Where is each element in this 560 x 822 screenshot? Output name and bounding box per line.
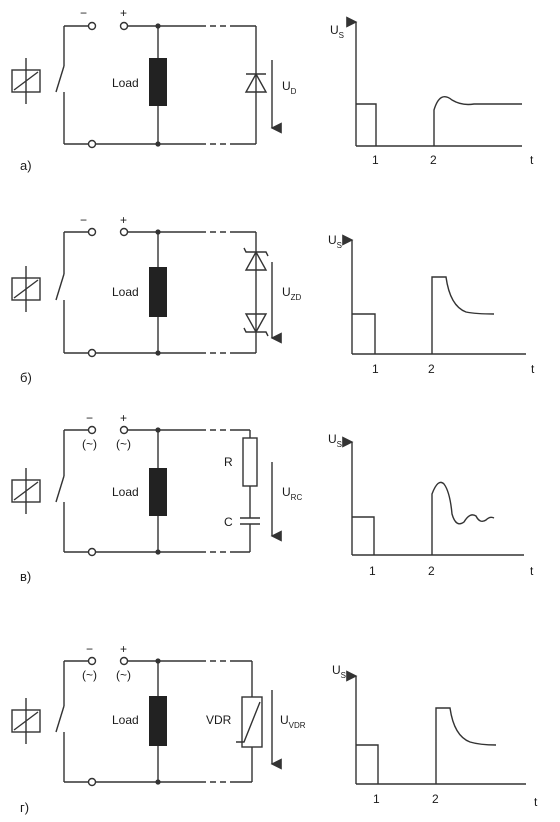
varistor-label: VDR (206, 713, 232, 727)
panel-b: б) − + Load UZD US 1 2 t (11, 213, 535, 385)
graph-d (346, 670, 526, 785)
zener-diode-icon (244, 250, 268, 271)
capacitor-label: C (224, 515, 233, 529)
terminal-minus-label: − (86, 411, 93, 425)
switch-contact-icon (55, 705, 65, 733)
terminal-minus-label: − (86, 642, 93, 656)
graph-tick-1: 1 (369, 564, 376, 578)
graph-tick-1: 1 (373, 792, 380, 806)
voltage-label: UVDR (280, 713, 306, 730)
graph-y-label: US (330, 23, 344, 40)
ac-minus-label: (~) (82, 437, 97, 451)
load-label: Load (112, 713, 139, 727)
circuit-b (11, 227, 282, 358)
circuit-d (11, 656, 282, 787)
voltage-waveform (352, 276, 495, 354)
switch-contact-icon (55, 65, 65, 93)
graph-tick-1: 1 (372, 362, 379, 376)
load-label: Load (112, 76, 139, 90)
graph-b (342, 234, 526, 355)
graph-tick-2: 2 (430, 153, 437, 167)
terminal-minus (87, 21, 97, 31)
graph-tick-2: 2 (428, 362, 435, 376)
graph-x-label: t (530, 564, 534, 578)
circuit-a (11, 21, 282, 149)
load-block (149, 696, 167, 746)
voltage-label: URC (282, 485, 302, 502)
panel-label: в) (20, 569, 31, 584)
graph-y-label: US (328, 233, 342, 250)
graph-tick-2: 2 (428, 564, 435, 578)
graph-c (342, 436, 524, 556)
terminal-plus-label: + (120, 411, 127, 425)
terminal-plus (119, 21, 129, 31)
ac-plus-label: (~) (116, 437, 131, 451)
terminal-minus (87, 227, 97, 237)
panel-label: б) (20, 370, 32, 385)
ac-plus-label: (~) (116, 668, 131, 682)
terminal-minus-label: − (80, 6, 87, 20)
graph-x-label: t (531, 362, 535, 376)
graph-x-label: t (530, 153, 534, 167)
terminal-minus-label: − (80, 213, 87, 227)
circuit-c (11, 425, 282, 557)
resistor-icon (242, 437, 258, 487)
terminal-minus (87, 425, 97, 435)
load-block (149, 58, 167, 106)
load-label: Load (112, 285, 139, 299)
panel-a: a) − + Load UD US 1 2 t (11, 6, 534, 173)
panel-label: a) (20, 158, 32, 173)
graph-a (346, 16, 522, 147)
zener-diode-icon (244, 313, 268, 334)
panel-d: г) − + (~) (~) Load VDR UVDR US 1 2 t (11, 642, 538, 815)
graph-y-label: US (332, 663, 346, 680)
terminal-plus-label: + (120, 213, 127, 227)
voltage-waveform (352, 481, 495, 555)
switch-contact-icon (55, 273, 65, 301)
graph-tick-2: 2 (432, 792, 439, 806)
terminal-minus (87, 656, 97, 666)
load-block (149, 468, 167, 516)
graph-y-label: US (328, 432, 342, 449)
ac-minus-label: (~) (82, 668, 97, 682)
terminal-plus (119, 425, 129, 435)
graph-tick-1: 1 (372, 153, 379, 167)
diode-icon (244, 72, 268, 93)
terminal-plus-label: + (120, 6, 127, 20)
voltage-waveform (356, 707, 497, 784)
panel-c: в) − + (~) (~) Load R C URC US 1 2 t (11, 411, 534, 584)
resistor-label: R (224, 455, 233, 469)
load-label: Load (112, 485, 139, 499)
voltage-waveform (356, 96, 522, 146)
voltage-label: UD (282, 79, 297, 96)
terminal-plus (119, 227, 129, 237)
terminal-plus (119, 656, 129, 666)
panel-label: г) (20, 800, 29, 815)
switch-contact-icon (55, 475, 65, 503)
terminal-plus-label: + (120, 642, 127, 656)
voltage-label: UZD (282, 285, 302, 302)
load-block (149, 267, 167, 317)
graph-x-label: t (534, 795, 538, 809)
